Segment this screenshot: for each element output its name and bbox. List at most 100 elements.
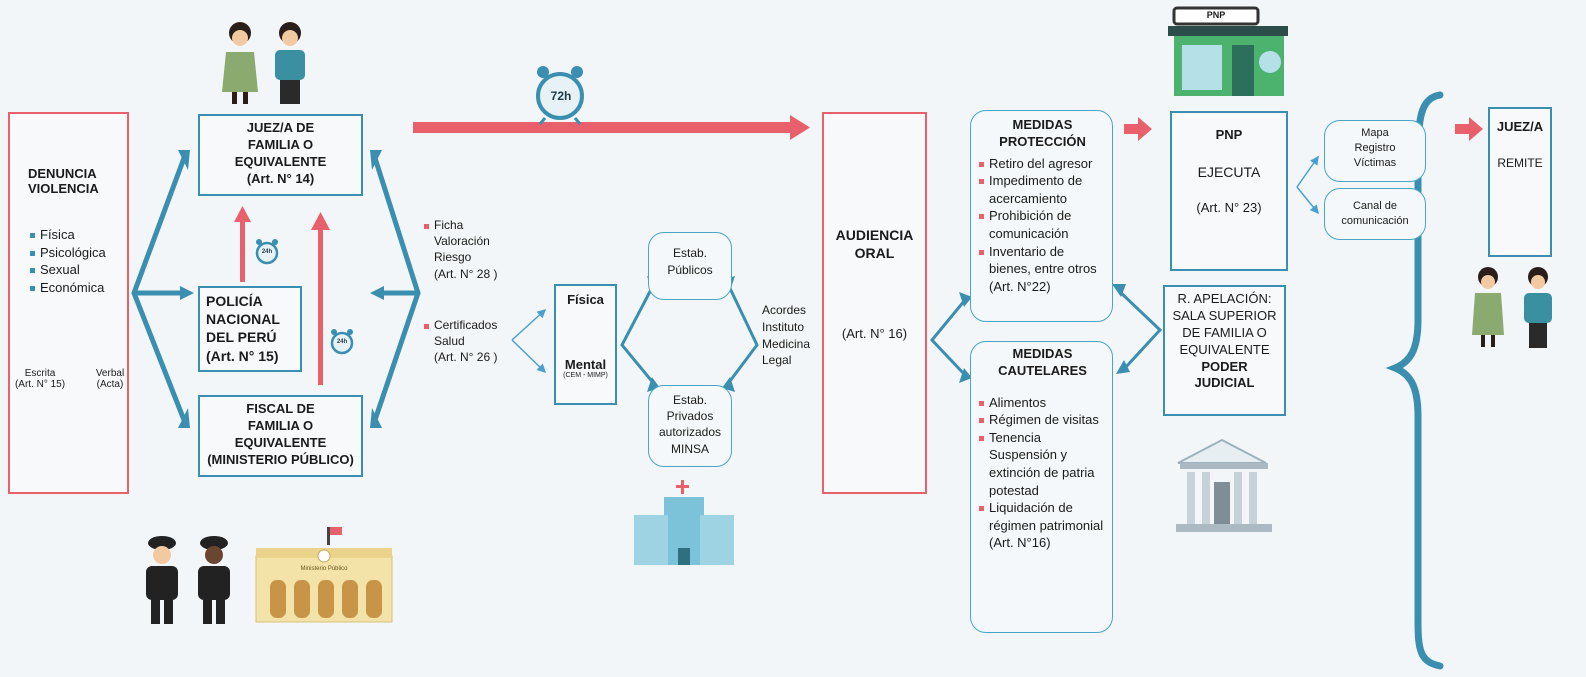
- pnp-action: EJECUTA: [1197, 164, 1261, 180]
- chevron-medidas-apelacion: [1116, 288, 1163, 370]
- fiscal-line: (MINISTERIO PÚBLICO): [207, 451, 354, 467]
- juez-line: JUEZ/A DE: [246, 120, 315, 135]
- apelacion-line: SALA SUPERIOR: [1172, 307, 1277, 323]
- violence-type: Psicológica: [30, 244, 106, 262]
- title-line: MEDIDAS: [1012, 117, 1073, 132]
- pnp-title: PNP: [1215, 127, 1243, 142]
- pnp-police-station-icon: [1168, 6, 1288, 96]
- alarm-clock-24h-icon: [255, 239, 279, 265]
- red-arrow-fiscal-to-juez: [311, 212, 330, 385]
- cert-line: Salud: [434, 334, 465, 349]
- mapa-registro-box: Mapa Registro Víctimas: [1324, 120, 1426, 182]
- medida-item: Régimen de visitas: [979, 411, 1106, 429]
- canal-line: Canal de: [1352, 200, 1398, 212]
- estab-line: MINSA: [670, 441, 709, 456]
- court-building-icon: [1176, 438, 1272, 532]
- mapa-line: Mapa: [1361, 127, 1389, 139]
- apelacion-line: JUDICIAL: [1194, 375, 1255, 391]
- violence-types-list: Física Psicológica Sexual Económica: [30, 226, 106, 296]
- cert-line: Certificados: [434, 318, 498, 332]
- escrita-text: Escrita: [24, 368, 56, 379]
- title-line: MEDIDAS: [1012, 346, 1073, 361]
- canal-comunicacion-box: Canal de comunicación: [1324, 188, 1426, 240]
- medidas-proteccion-title: MEDIDAS PROTECCIÓN: [979, 117, 1106, 151]
- juez-remite-box: JUEZ/A REMITE: [1488, 107, 1552, 257]
- ministerio-sign-label: Ministerio Público: [300, 566, 348, 572]
- escrita-label: Escrita (Art. N° 15): [10, 368, 70, 390]
- juez-remite-title: JUEZ/A: [1496, 119, 1544, 134]
- violence-type: Sexual: [30, 261, 106, 279]
- red-arrow-to-audiencia: [413, 115, 810, 140]
- audiencia-oral-box: AUDIENCIA ORAL (Art. N° 16): [822, 112, 927, 494]
- mapa-line: Víctimas: [1353, 156, 1397, 169]
- acordes-line: Legal: [762, 353, 792, 368]
- medida-item: Prohibición de comunicación: [979, 207, 1106, 242]
- pnp-ejecuta-box: PNP EJECUTA (Art. N° 23): [1170, 111, 1288, 271]
- fiscal-line: FAMILIA O: [247, 417, 314, 433]
- ficha-line: Valoración: [434, 234, 490, 249]
- chevron-medidas-apelacion-heads: [1112, 284, 1130, 374]
- fiscal-line: FISCAL DE: [246, 401, 315, 416]
- certificados-salud: Certificados Salud (Art. N° 26 ): [424, 317, 497, 366]
- juez-remite-action: REMITE: [1497, 156, 1543, 170]
- verbal-text: Verbal: [95, 368, 125, 379]
- escrita-art: (Art. N° 15): [14, 379, 66, 390]
- policia-nacional-box: POLICÍA NACIONAL DEL PERÚ (Art. N° 15): [198, 286, 302, 372]
- fisica-mental-box: Física Mental (CEM - MIMP): [554, 284, 617, 405]
- estab-privados-box: Estab. Privados autorizados MINSA: [648, 385, 732, 467]
- cert-art: (Art. N° 26 ): [434, 350, 498, 365]
- audiencia-title: AUDIENCIA ORAL: [824, 226, 925, 262]
- denuncia-violencia-box: DENUNCIA VIOLENCIA Física Psicológica Se…: [8, 112, 129, 494]
- estab-line: Públicos: [667, 262, 713, 277]
- ficha-line: Ficha: [434, 218, 464, 232]
- timer-24h-label: 24h: [336, 339, 348, 345]
- fisica-label: Física: [567, 292, 604, 307]
- red-arrow-to-juez-remite: [1455, 117, 1483, 141]
- medida-item: Inventario de bienes, entre otros (Art. …: [979, 243, 1106, 296]
- alarm-clock-72h-icon: [536, 66, 584, 125]
- red-arrow-medidas-to-pnp: [1124, 117, 1152, 141]
- medida-item: Tenencia Suspensión y extinción de patri…: [979, 429, 1106, 499]
- medida-item: Liquidación de régimen patrimonial (Art.…: [979, 499, 1106, 552]
- timer-24h-label: 24h: [261, 249, 273, 255]
- chevron-to-estab: [620, 281, 657, 386]
- chevron-audiencia-medidas: [930, 299, 967, 377]
- policia-art: (Art. N° 15): [206, 347, 279, 364]
- medida-item: Retiro del agresor: [979, 155, 1106, 173]
- denuncia-title-line: VIOLENCIA: [28, 181, 99, 196]
- title-line: PROTECCIÓN: [999, 133, 1086, 149]
- blue-chevron-left-heads: [178, 150, 194, 428]
- fiscal-line: EQUIVALENTE: [234, 434, 327, 450]
- chevron-acordes: [725, 281, 759, 386]
- mental-sublabel: (CEM - MIMP): [563, 372, 608, 379]
- medida-item: Alimentos: [979, 394, 1106, 412]
- mapa-line: Registro: [1354, 141, 1396, 154]
- apelacion-line: DE FAMILIA O: [1182, 324, 1267, 340]
- juez-familia-box: JUEZ/A DE FAMILIA O EQUIVALENTE (Art. N°…: [198, 114, 363, 196]
- blue-chevron-right-heads: [370, 150, 384, 428]
- certificados-item: Certificados Salud (Art. N° 26 ): [424, 317, 497, 366]
- medidas-proteccion-list: Retiro del agresor Impedimento de acerca…: [979, 155, 1106, 295]
- estab-line: Privados: [666, 409, 714, 424]
- violence-type: Física: [30, 226, 106, 244]
- judge-couple-icon-right: [1472, 267, 1552, 348]
- juez-line: EQUIVALENTE: [234, 153, 327, 169]
- judge-couple-icon: [222, 22, 305, 104]
- pnp-sign-label: PNP: [1206, 10, 1226, 20]
- apelacion-line: R. APELACIÓN:: [1177, 291, 1272, 306]
- estab-line: Estab.: [672, 393, 708, 407]
- denuncia-title: DENUNCIA VIOLENCIA: [28, 166, 99, 196]
- police-officers-icon: [146, 536, 230, 624]
- acordes-line: Instituto: [762, 319, 805, 334]
- ficha-valoracion: Ficha Valoración Riesgo (Art. N° 28 ): [424, 217, 497, 282]
- estab-line: autorizados: [658, 425, 722, 440]
- estab-publicos-box: Estab. Públicos: [648, 232, 732, 300]
- hospital-building-icon: [634, 480, 734, 565]
- acordes-line: Medicina: [762, 336, 811, 351]
- policia-line: POLICÍA: [206, 293, 263, 309]
- chevron-audiencia-medidas-heads: [959, 292, 972, 383]
- verbal-art: (Acta): [96, 379, 124, 390]
- ficha-item: Ficha Valoración Riesgo (Art. N° 28 ): [424, 217, 497, 282]
- policia-line: NACIONAL: [206, 311, 280, 328]
- violence-type: Económica: [30, 279, 106, 297]
